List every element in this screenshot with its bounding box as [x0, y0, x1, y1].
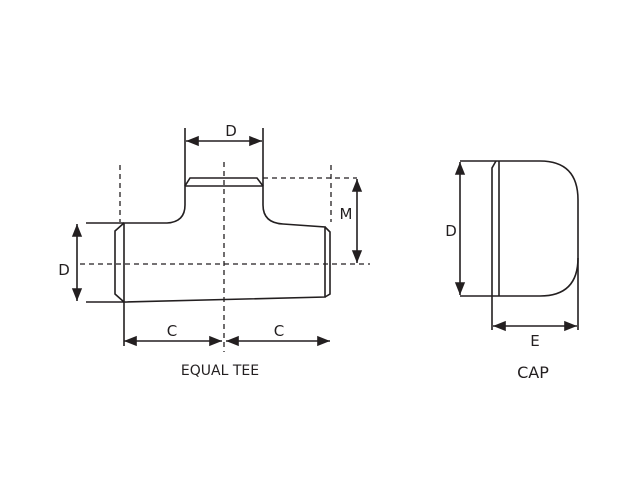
- label-c-right: C: [274, 322, 284, 340]
- cap-bevel: [491, 160, 497, 330]
- tee-right-bevel: [324, 226, 331, 298]
- cap-drawing: D E CAP: [445, 160, 579, 382]
- label-e: E: [530, 332, 539, 350]
- label-branch-d: D: [225, 122, 237, 140]
- label-cap-d: D: [445, 222, 457, 240]
- cap-caption: CAP: [517, 363, 549, 382]
- tee-left-bevel: [114, 222, 125, 303]
- equal-tee-drawing: D M D C C EQUAL TEE: [58, 122, 370, 379]
- label-run-d: D: [58, 261, 70, 279]
- label-m: M: [340, 205, 353, 223]
- tee-caption: EQUAL TEE: [181, 363, 259, 379]
- label-c-left: C: [167, 322, 177, 340]
- cap-body-outline: [460, 160, 579, 297]
